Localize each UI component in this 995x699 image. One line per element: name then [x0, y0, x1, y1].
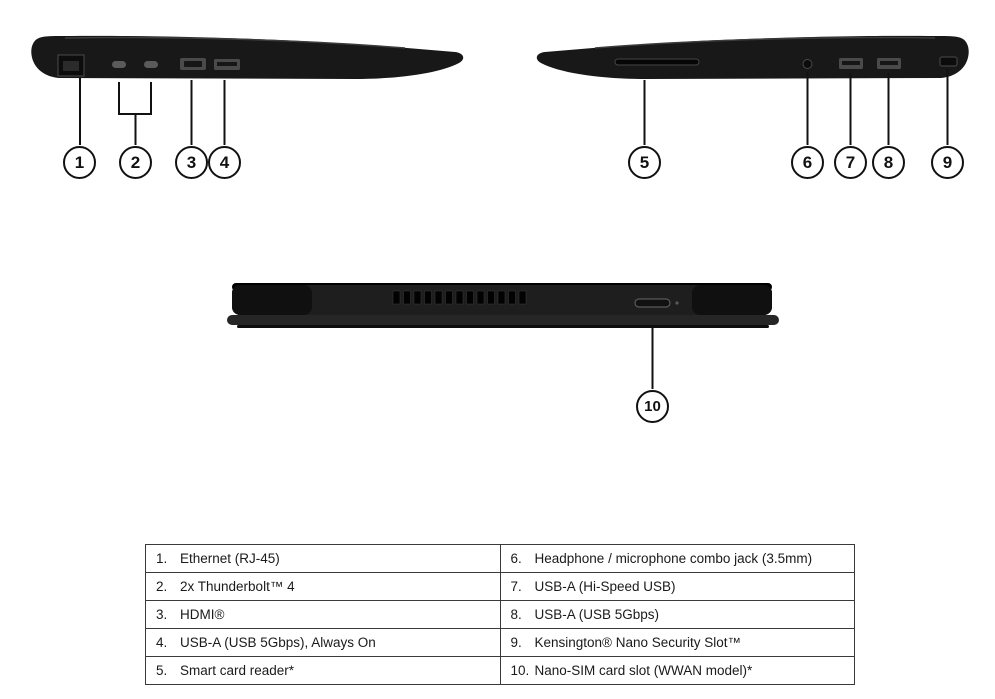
left-side-top-highlight: [64, 36, 406, 49]
callout-10: 10: [636, 390, 669, 423]
legend-item-label: Kensington® Nano Security Slot™: [534, 635, 742, 650]
smart-card-reader-slot: [614, 58, 700, 66]
legend-cell-9: 9. Kensington® Nano Security Slot™: [499, 628, 855, 657]
usb-a-always-on-port-inner: [217, 62, 237, 66]
thunderbolt-port-1: [112, 61, 126, 68]
left-side-silhouette: [31, 35, 464, 79]
legend-item-label: USB-A (USB 5Gbps): [534, 607, 660, 622]
callout-8: 8: [872, 146, 905, 179]
legend-row: 2. 2x Thunderbolt™ 4 7. USB-A (Hi-Speed US…: [145, 572, 855, 601]
legend-item-label: 2x Thunderbolt™ 4: [180, 579, 295, 594]
legend-item-label: USB-A (Hi-Speed USB): [534, 579, 676, 594]
legend-item-number: 3.: [156, 607, 168, 622]
callout-5: 5: [628, 146, 661, 179]
callout-4: 4: [208, 146, 241, 179]
legend-item-number: 2.: [156, 579, 168, 594]
callout-2: 2: [119, 146, 152, 179]
legend-cell-6: 6. Headphone / microphone combo jack (3.5…: [499, 544, 855, 573]
legend-cell-5: 5. Smart card reader*: [145, 656, 501, 685]
legend-item-label: Headphone / microphone combo jack (3.5mm…: [534, 551, 813, 566]
legend-cell-10: 10. Nano-SIM card slot (WWAN model)*: [499, 656, 855, 685]
right-side-top-highlight: [594, 36, 936, 49]
legend-cell-4: 4. USB-A (USB 5Gbps), Always On: [145, 628, 501, 657]
legend-item-number: 6.: [510, 551, 522, 566]
legend-item-label: HDMI®: [180, 607, 225, 622]
legend-cell-8: 8. USB-A (USB 5Gbps): [499, 600, 855, 629]
legend-item-number: 1.: [156, 551, 168, 566]
legend-item-label: USB-A (USB 5Gbps), Always On: [180, 635, 376, 650]
callout-6: 6: [791, 146, 824, 179]
thunderbolt-port-2: [144, 61, 158, 68]
legend-cell-3: 3. HDMI®: [145, 600, 501, 629]
rear-hinge-left: [232, 285, 312, 315]
hdmi-port-inner: [184, 61, 202, 67]
rear-base-lip: [227, 315, 779, 325]
legend-item-label: Nano-SIM card slot (WWAN model)*: [534, 663, 753, 678]
usb-a-5gbps-port-inner: [880, 61, 898, 65]
legend-row: 4. USB-A (USB 5Gbps), Always On 9. Kensing…: [145, 628, 855, 657]
legend-cell-2: 2. 2x Thunderbolt™ 4: [145, 572, 501, 601]
legend-cell-1: 1. Ethernet (RJ-45): [145, 544, 501, 573]
callout-7: 7: [834, 146, 867, 179]
rear-view: [227, 283, 779, 389]
usb-a-hispeed-port-inner: [842, 61, 860, 65]
callout-line-2-bracket: [118, 82, 152, 145]
headphone-jack-port: [802, 59, 813, 69]
vent-grille: [392, 290, 527, 305]
legend-cell-7: 7. USB-A (Hi-Speed USB): [499, 572, 855, 601]
sim-eject-hole: [675, 301, 679, 305]
legend-item-number: 5.: [156, 663, 168, 678]
legend-item-number: 7.: [510, 579, 522, 594]
left-side-view: [31, 35, 464, 145]
legend-item-number: 8.: [510, 607, 522, 622]
nano-sim-card-slot: [634, 298, 671, 308]
legend-row: 3. HDMI® 8. USB-A (USB 5Gbps): [145, 600, 855, 629]
legend-table: 1. Ethernet (RJ-45) 6. Headphone / microph…: [145, 544, 855, 685]
legend-row: 1. Ethernet (RJ-45) 6. Headphone / microph…: [145, 544, 855, 573]
right-side-silhouette: [536, 35, 969, 79]
rear-hinge-right: [692, 285, 772, 315]
legend-item-number: 10.: [510, 663, 530, 678]
callout-1: 1: [63, 146, 96, 179]
right-side-view: [536, 35, 969, 145]
callout-9: 9: [931, 146, 964, 179]
kensington-security-slot: [939, 56, 958, 67]
legend-item-number: 9.: [510, 635, 522, 650]
legend-row: 5. Smart card reader* 10. Nano-SIM card sl…: [145, 656, 855, 685]
legend-item-label: Ethernet (RJ-45): [180, 551, 280, 566]
legend-item-number: 4.: [156, 635, 168, 650]
callout-3: 3: [175, 146, 208, 179]
legend-item-label: Smart card reader*: [180, 663, 295, 678]
rear-base-shadow: [237, 325, 769, 328]
ethernet-port-inner: [63, 61, 79, 71]
